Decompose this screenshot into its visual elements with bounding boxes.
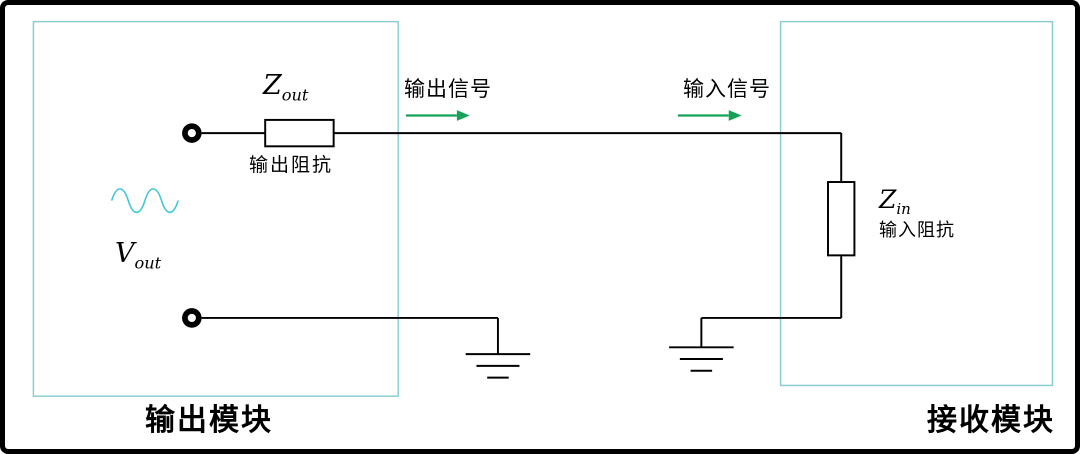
input-signal-label: 输入信号 (683, 78, 771, 101)
circuit-diagram (32, 20, 1054, 397)
output-impedance-symbol: Zout (263, 71, 308, 104)
resistor-input-impedance (827, 181, 856, 257)
terminal-top (182, 123, 202, 143)
output-module-title: 输出模块 (145, 404, 273, 437)
ground-symbol-right (669, 317, 734, 372)
output-impedance-caption: 输出阻抗 (249, 155, 334, 176)
resistor-output-impedance (264, 118, 335, 148)
source-voltage-symbol-main: V (115, 238, 135, 269)
source-voltage-symbol: Vout (115, 239, 161, 272)
input-impedance-symbol-main: Z (879, 185, 897, 214)
source-voltage-symbol-sub: out (134, 253, 162, 273)
terminal-bottom (182, 308, 202, 328)
input-impedance-caption: 输入阻抗 (879, 220, 955, 240)
input-impedance-symbol-sub: in (896, 200, 911, 218)
receiver-module-title: 接收模块 (927, 404, 1055, 437)
receiver-module-box (779, 20, 1054, 387)
output-signal-label: 输出信号 (404, 78, 492, 101)
output-signal-arrow-icon (406, 110, 470, 121)
input-signal-arrow-icon (677, 110, 742, 121)
output-module-box (32, 20, 399, 397)
output-impedance-symbol-main: Z (263, 70, 282, 101)
output-impedance-symbol-sub: out (281, 85, 309, 105)
sine-wave-icon (110, 188, 179, 214)
input-impedance-symbol: Zin (879, 186, 911, 218)
ground-symbol-left (465, 317, 531, 379)
